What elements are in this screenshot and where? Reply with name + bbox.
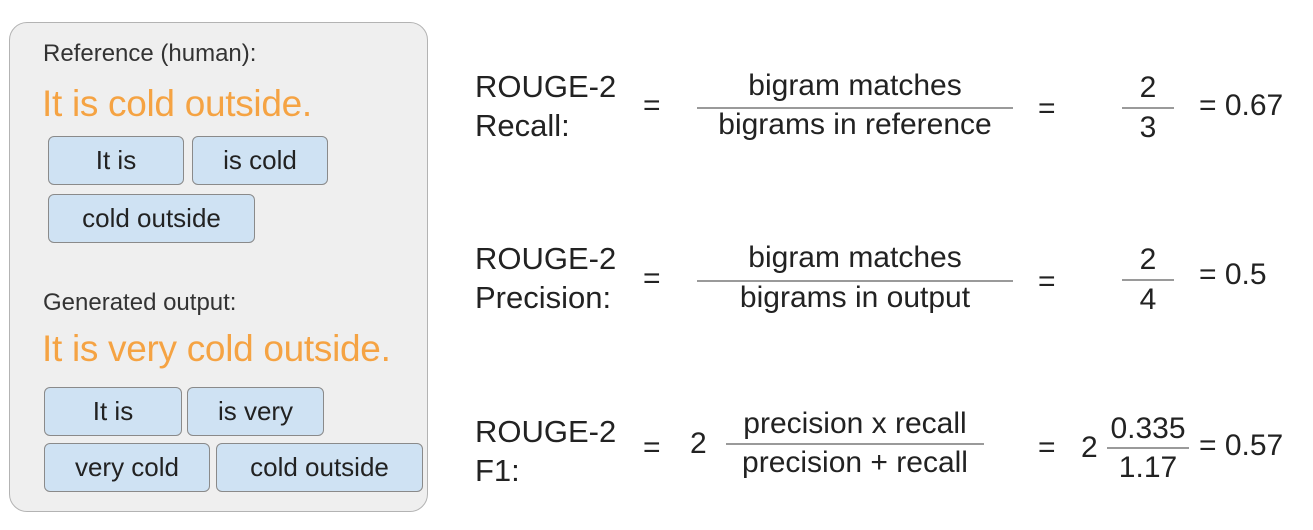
precision-name-line2: Precision: xyxy=(475,280,612,315)
recall-value-denominator: 3 xyxy=(1139,111,1157,144)
recall-equals-sign: = xyxy=(643,89,661,122)
f1-coefficient: 2 xyxy=(690,427,707,460)
generated-bigram-chip: very cold xyxy=(44,443,210,492)
recall-equals-sign-2: = xyxy=(1038,92,1056,125)
precision-value-denominator: 4 xyxy=(1139,283,1157,316)
generated-bigram-chip: is very xyxy=(187,387,324,436)
recall-denominator: bigrams in reference xyxy=(718,108,992,141)
precision-value-numerator: 2 xyxy=(1139,243,1157,276)
recall-numerator: bigram matches xyxy=(748,69,962,102)
f1-value-fraction-bar xyxy=(1107,447,1189,449)
example-panel: Reference (human): It is cold outside. I… xyxy=(9,22,428,512)
f1-equals-sign-2: = xyxy=(1038,431,1056,464)
f1-result: = 0.57 xyxy=(1199,429,1284,462)
precision-fraction-bar xyxy=(697,280,1013,282)
precision-equals-sign: = xyxy=(643,262,661,295)
f1-name-line2: F1: xyxy=(475,453,520,488)
recall-fraction-bar xyxy=(697,107,1013,109)
recall-value-numerator: 2 xyxy=(1139,71,1157,104)
precision-numerator: bigram matches xyxy=(748,241,962,274)
reference-sentence: It is cold outside. xyxy=(42,83,312,124)
f1-denominator: precision + recall xyxy=(742,446,968,479)
f1-value-numerator: 0.335 xyxy=(1110,412,1186,445)
f1-fraction-bar xyxy=(726,443,984,445)
recall-value-fraction-bar xyxy=(1122,107,1174,109)
recall-name-line2: Recall: xyxy=(475,108,570,143)
generated-bigram-chip: It is xyxy=(44,387,182,436)
recall-result: = 0.67 xyxy=(1199,89,1284,122)
f1-value-denominator: 1.17 xyxy=(1118,451,1178,484)
precision-value-fraction-bar xyxy=(1122,279,1174,281)
generated-bigram-chip: cold outside xyxy=(216,443,423,492)
reference-bigram-chip: is cold xyxy=(192,136,328,185)
precision-denominator: bigrams in output xyxy=(739,281,971,314)
precision-name-line1: ROUGE-2 xyxy=(475,241,617,276)
generated-label: Generated output: xyxy=(43,289,237,316)
reference-bigram-chip: cold outside xyxy=(48,194,255,243)
f1-value-coefficient: 2 xyxy=(1081,431,1098,464)
f1-numerator: precision x recall xyxy=(743,407,967,440)
generated-sentence: It is very cold outside. xyxy=(42,328,391,369)
reference-label: Reference (human): xyxy=(43,40,257,67)
reference-bigram-chip: It is xyxy=(48,136,184,185)
precision-result: = 0.5 xyxy=(1199,258,1267,291)
f1-equals-sign: = xyxy=(643,431,661,464)
recall-name-line1: ROUGE-2 xyxy=(475,69,617,104)
f1-name-line1: ROUGE-2 xyxy=(475,414,617,449)
precision-equals-sign-2: = xyxy=(1038,265,1056,298)
